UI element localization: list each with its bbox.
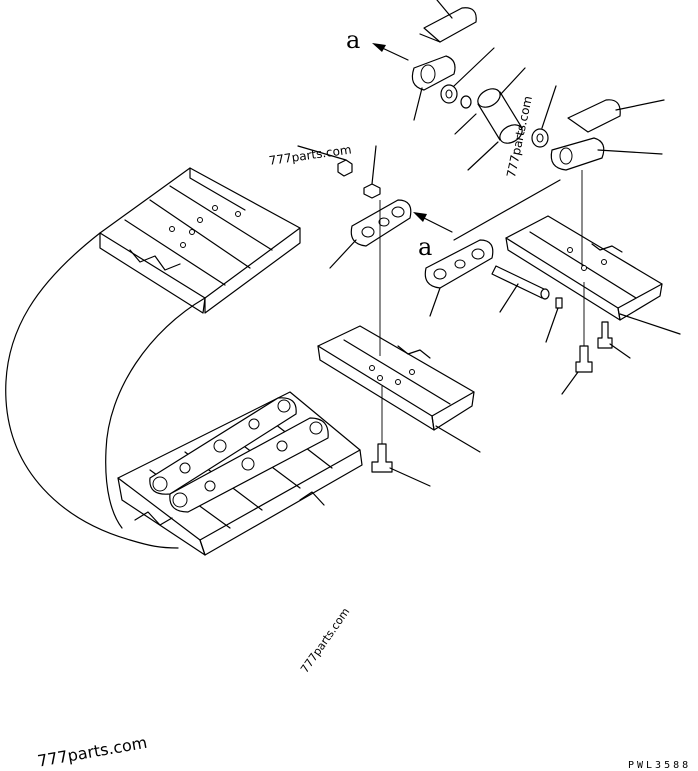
bolt-right-1 bbox=[575, 345, 593, 373]
master-link-top-assembly bbox=[372, 0, 665, 171]
track-loop-inner bbox=[105, 297, 206, 529]
spacer bbox=[460, 95, 472, 109]
track-shoe-right bbox=[505, 215, 681, 335]
track-shoe-center bbox=[317, 325, 481, 453]
bushing bbox=[477, 88, 523, 144]
bolt-right-2 bbox=[597, 321, 613, 349]
shoe-bolts bbox=[371, 170, 631, 487]
upper-track-shoes bbox=[99, 167, 301, 314]
track-chain-assembly bbox=[5, 167, 363, 556]
reference-label-a-middle: a bbox=[418, 233, 433, 261]
reference-label-a-top: a bbox=[346, 26, 361, 54]
collar bbox=[555, 297, 563, 309]
bolt-center bbox=[371, 443, 393, 473]
nut bbox=[337, 159, 353, 177]
link-half-top bbox=[423, 7, 477, 43]
track-pin bbox=[491, 265, 547, 299]
track-loop-outline bbox=[5, 232, 179, 549]
clamp-top-right bbox=[567, 99, 621, 133]
drawing-code: PWL3588 bbox=[628, 760, 692, 771]
lower-link-chain bbox=[149, 397, 329, 513]
master-link-middle bbox=[297, 145, 563, 343]
link-half-right bbox=[550, 137, 605, 171]
bolt-upper bbox=[363, 183, 381, 199]
